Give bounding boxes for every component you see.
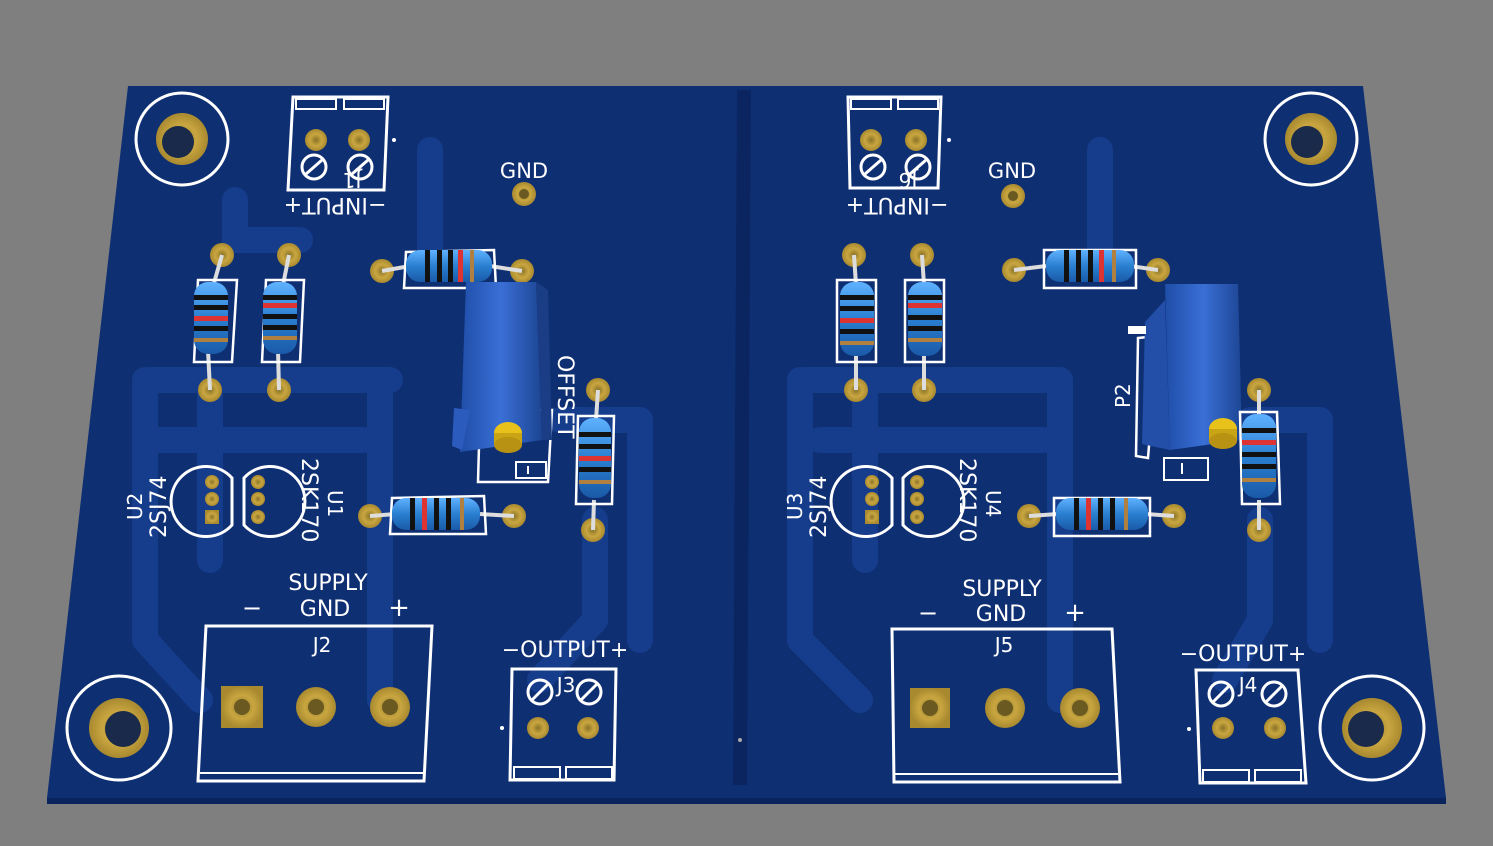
transistor-u2 <box>169 465 234 538</box>
mounting-hole-tl <box>134 91 230 187</box>
input-connector-j1 <box>286 95 396 192</box>
center-dot <box>738 738 742 742</box>
supply-minus: − <box>918 599 938 627</box>
supply-plus: + <box>1064 598 1086 628</box>
supply-label: SUPPLY <box>288 571 368 596</box>
output-label: −OUTPUT+ <box>502 638 629 663</box>
transistor-u1 <box>242 465 307 538</box>
supply-label: SUPPLY <box>962 577 1042 602</box>
output-connector-j3 <box>500 667 618 782</box>
u4-part: 2SK170 <box>954 458 979 542</box>
resistor-r1 <box>192 243 239 402</box>
u2-ref: U2 <box>123 493 147 520</box>
input-label: −INPUT+ <box>846 192 949 217</box>
u1-part: 2SK170 <box>296 458 321 542</box>
resistor-r4 <box>574 378 616 542</box>
gnd-pad <box>512 182 536 206</box>
resistor-r10 <box>1017 496 1186 538</box>
pcb-board-edge <box>47 798 1446 804</box>
supply-minus: − <box>242 594 262 622</box>
trimmer-ref: P2 <box>1111 383 1135 408</box>
mounting-hole-bl <box>65 674 173 782</box>
gnd-label: GND <box>500 159 548 183</box>
transistor-u4 <box>901 465 966 538</box>
supply-connector-j5 <box>890 627 1122 784</box>
gnd-pad <box>1001 184 1025 208</box>
resistor-r5 <box>358 494 526 536</box>
input-label: −INPUT+ <box>284 192 387 217</box>
supply-connector-j2 <box>196 624 434 783</box>
supply-connector-ref: J2 <box>311 633 332 657</box>
board-split-line <box>733 89 751 786</box>
trimmer-pot-left <box>452 282 554 484</box>
supply-connector-ref: J5 <box>993 633 1014 657</box>
resistor-r6 <box>835 243 878 402</box>
copper-traces <box>132 137 1333 713</box>
resistor-r7 <box>903 243 946 402</box>
output-label: −OUTPUT+ <box>1180 642 1307 667</box>
supply-gnd: GND <box>976 602 1026 627</box>
output-connector-ref: J4 <box>1237 673 1258 697</box>
resistor-r3 <box>370 248 534 290</box>
resistor-r9 <box>1238 378 1282 542</box>
trimmer-pot-right <box>1128 284 1242 481</box>
u3-part: 2SJ74 <box>807 476 832 538</box>
output-connector-j4 <box>1187 668 1308 785</box>
output-connector-ref: J3 <box>555 673 576 697</box>
resistor-r8 <box>1002 248 1170 290</box>
u3-ref: U3 <box>783 493 807 520</box>
supply-gnd: GND <box>300 597 350 622</box>
input-connector-ref: J1 <box>343 168 364 192</box>
u2-part: 2SJ74 <box>147 476 172 538</box>
supply-plus: + <box>388 593 410 623</box>
gnd-label: GND <box>988 159 1036 183</box>
mounting-hole-tr <box>1263 91 1359 187</box>
offset-label: OFFSET <box>552 355 577 439</box>
mounting-hole-br <box>1318 674 1426 782</box>
input-connector-j6 <box>846 95 951 190</box>
input-connector-ref: J6 <box>899 168 920 192</box>
u1-ref: U1 <box>323 490 347 517</box>
transistor-u3 <box>829 465 894 538</box>
u4-ref: U4 <box>981 490 1005 517</box>
resistor-r2 <box>260 243 306 402</box>
